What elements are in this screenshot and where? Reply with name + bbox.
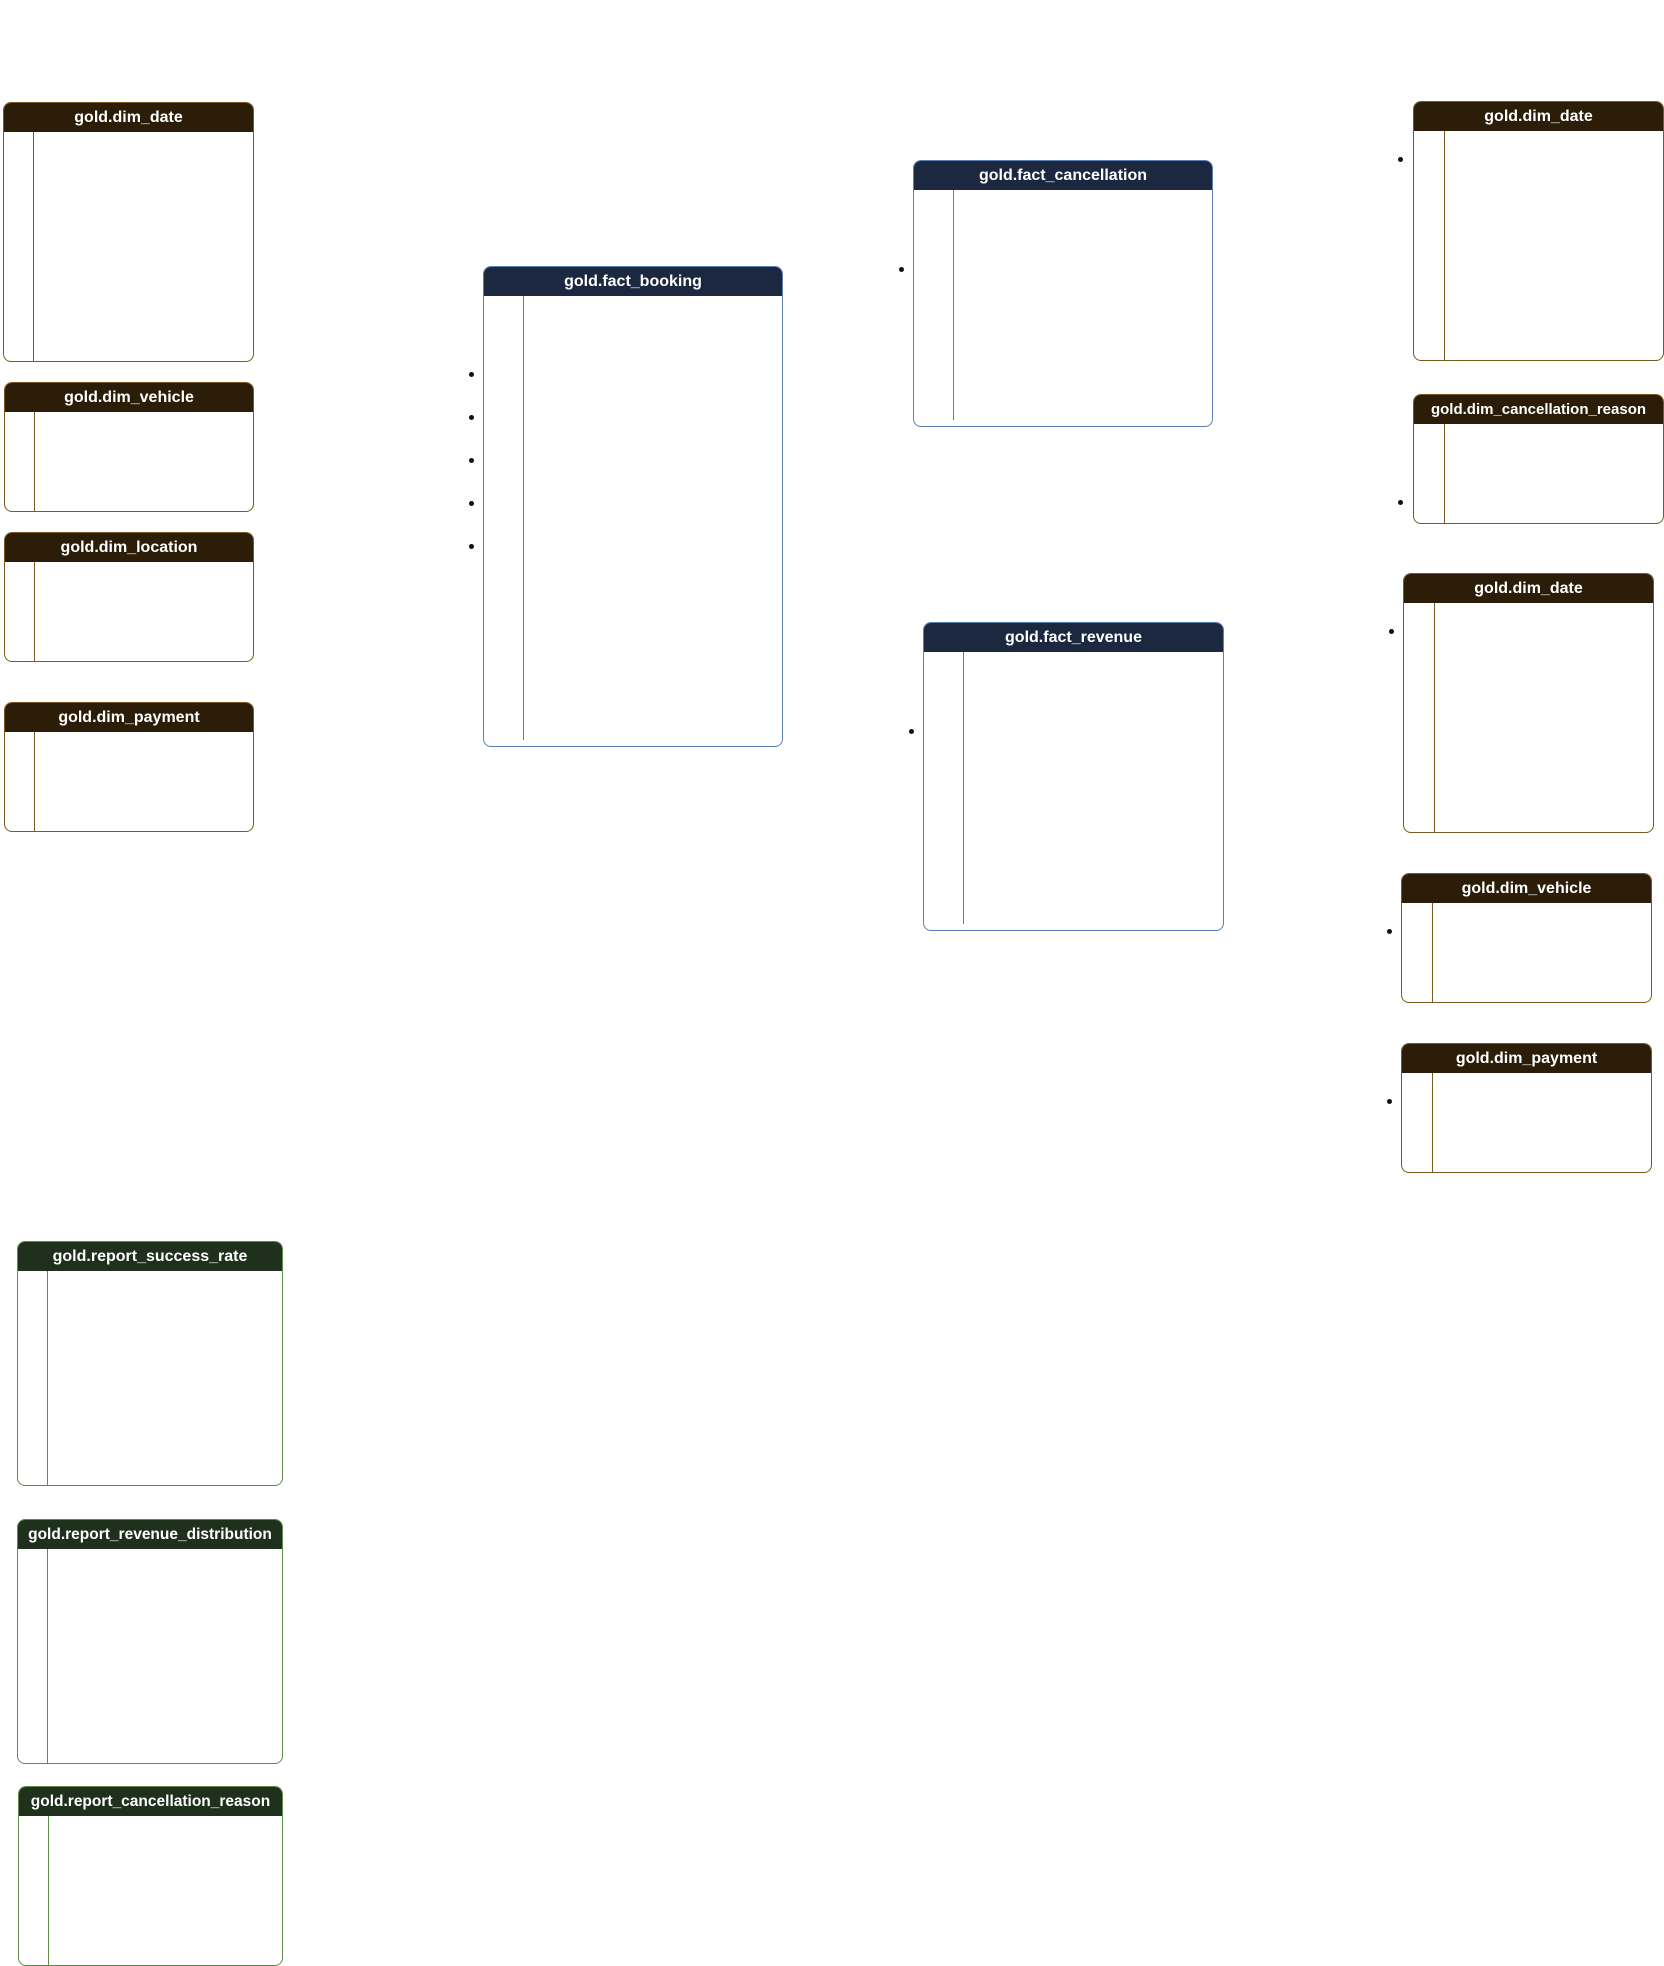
column-divider: [1444, 131, 1445, 360]
table-right-dim-date-2[interactable]: gold.dim_date: [1403, 573, 1654, 833]
column-divider: [34, 562, 35, 661]
column-divider: [1432, 1073, 1433, 1172]
table-fact-revenue[interactable]: gold.fact_revenue: [923, 622, 1224, 931]
table-header: gold.dim_location: [5, 533, 253, 562]
relationship-connector-dot: [1398, 500, 1403, 505]
table-report-success-rate[interactable]: gold.report_success_rate: [17, 1241, 283, 1486]
relationship-connector-dot: [909, 729, 914, 734]
table-header: gold.dim_date: [4, 103, 253, 132]
relationship-connector-dot: [469, 458, 474, 463]
table-header: gold.dim_payment: [1402, 1044, 1651, 1073]
table-left-dim-date[interactable]: gold.dim_date: [3, 102, 254, 362]
relationship-connector-dot: [1387, 929, 1392, 934]
table-fact-booking[interactable]: gold.fact_booking: [483, 266, 783, 747]
column-divider: [33, 132, 34, 361]
table-header: gold.dim_vehicle: [1402, 874, 1651, 903]
column-divider: [963, 652, 964, 924]
column-divider: [1434, 603, 1435, 832]
relationship-connector-dot: [899, 267, 904, 272]
column-divider: [1444, 424, 1445, 523]
relationship-connector-dot: [469, 501, 474, 506]
table-right-dim-cancellation-reason[interactable]: gold.dim_cancellation_reason: [1413, 394, 1664, 524]
table-header: gold.dim_payment: [5, 703, 253, 732]
relationship-connector-dot: [469, 372, 474, 377]
table-left-dim-location[interactable]: gold.dim_location: [4, 532, 254, 662]
column-divider: [47, 1549, 48, 1763]
relationship-connector-dot: [469, 415, 474, 420]
table-right-dim-date[interactable]: gold.dim_date: [1413, 101, 1664, 361]
table-right-dim-vehicle[interactable]: gold.dim_vehicle: [1401, 873, 1652, 1003]
relationship-connector-dot: [469, 544, 474, 549]
table-header: gold.dim_date: [1414, 102, 1663, 131]
table-header: gold.report_cancellation_reason: [19, 1787, 282, 1816]
table-report-revenue-distribution[interactable]: gold.report_revenue_distribution: [17, 1519, 283, 1764]
table-header: gold.dim_cancellation_reason: [1414, 395, 1663, 424]
table-header: gold.dim_date: [1404, 574, 1653, 603]
relationship-connector-dot: [1389, 629, 1394, 634]
table-header: gold.dim_vehicle: [5, 383, 253, 412]
relationship-connector-dot: [1387, 1099, 1392, 1104]
relationship-connector-dot: [1398, 157, 1403, 162]
table-header: gold.fact_cancellation: [914, 161, 1212, 190]
table-header: gold.fact_booking: [484, 267, 782, 296]
table-fact-cancellation[interactable]: gold.fact_cancellation: [913, 160, 1213, 427]
table-report-cancellation-reason[interactable]: gold.report_cancellation_reason: [18, 1786, 283, 1966]
table-right-dim-payment[interactable]: gold.dim_payment: [1401, 1043, 1652, 1173]
table-left-dim-vehicle[interactable]: gold.dim_vehicle: [4, 382, 254, 512]
table-header: gold.fact_revenue: [924, 623, 1223, 652]
column-divider: [953, 190, 954, 420]
column-divider: [47, 1271, 48, 1485]
table-header: gold.report_success_rate: [18, 1242, 282, 1271]
column-divider: [523, 296, 524, 740]
column-divider: [34, 412, 35, 511]
column-divider: [1432, 903, 1433, 1002]
column-divider: [34, 732, 35, 831]
column-divider: [48, 1816, 49, 1965]
table-header: gold.report_revenue_distribution: [18, 1520, 282, 1549]
table-left-dim-payment[interactable]: gold.dim_payment: [4, 702, 254, 832]
